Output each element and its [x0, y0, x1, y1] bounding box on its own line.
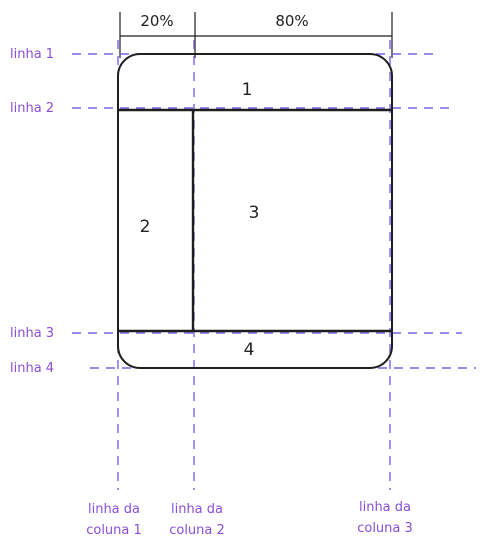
row-line-3-label: linha 3 [10, 326, 54, 341]
column-line-2-label-bottom: coluna 2 [169, 523, 225, 538]
area-2-label: 2 [140, 217, 151, 237]
row-line-4-label: linha 4 [10, 361, 54, 376]
width-dimensions: 20% 80% [119, 12, 393, 58]
area-4-label: 4 [244, 340, 255, 360]
column-line-3-label-bottom: coluna 3 [357, 521, 413, 536]
row-guides [72, 53, 476, 369]
column-line-1-label-top: linha da [88, 502, 140, 517]
col2-width-label: 80% [275, 12, 308, 30]
area-1-label: 1 [242, 80, 253, 100]
area-3-label: 3 [249, 203, 260, 223]
row-line-2-label: linha 2 [10, 101, 54, 116]
column-line-1-label-bottom: coluna 1 [86, 523, 142, 538]
column-line-2-label-top: linha da [171, 502, 223, 517]
col1-width-label: 20% [140, 12, 173, 30]
column-line-3-label-top: linha da [359, 500, 411, 515]
row-line-1-label: linha 1 [10, 47, 54, 62]
outer-frame [117, 53, 393, 369]
